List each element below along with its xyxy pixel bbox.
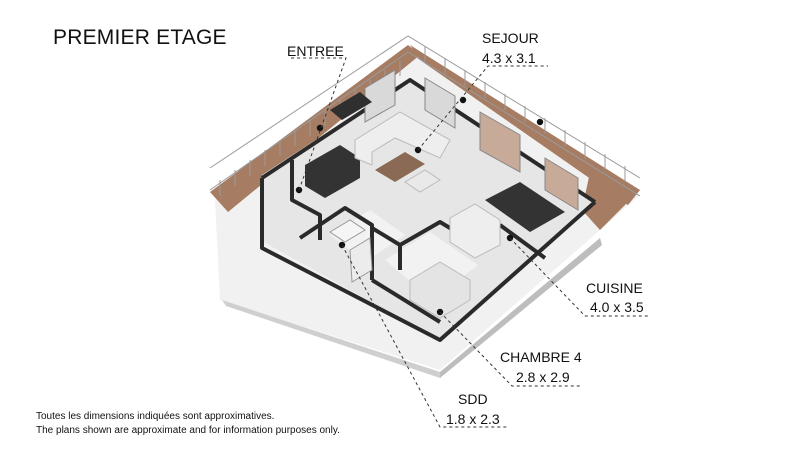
room-dimensions-cuisine: 4.0 x 3.5 xyxy=(590,299,644,315)
leader-chambre4 xyxy=(439,311,582,387)
disclaimer-fr: Toutes les dimensions indiquées sont app… xyxy=(36,411,275,422)
room-label-entree: ENTREE xyxy=(287,43,344,59)
room-dimensions-sejour: 4.3 x 3.1 xyxy=(482,50,536,66)
windows xyxy=(364,69,579,211)
balcony-railing xyxy=(209,35,641,197)
marker-sejour-3 xyxy=(536,118,544,126)
marker-sejour-2 xyxy=(459,96,467,104)
leader-cuisine xyxy=(509,237,648,317)
room-label-chambre4: CHAMBRE 4 xyxy=(500,349,582,365)
disclaimer-en: The plans shown are approximate and for … xyxy=(36,424,340,436)
room-label-sejour: SEJOUR xyxy=(482,30,539,46)
walls xyxy=(260,78,597,342)
page-title: PREMIER ETAGE xyxy=(53,26,227,49)
room-label-cuisine: CUISINE xyxy=(586,280,643,296)
leader-lines xyxy=(289,57,648,428)
room-label-sdd: SDD xyxy=(458,391,488,407)
furniture xyxy=(305,92,565,319)
disclaimer: Toutes les dimensions indiquées sont app… xyxy=(36,410,340,437)
leader-entree xyxy=(289,57,347,191)
leader-sejour xyxy=(417,65,548,151)
leader-sdd xyxy=(341,244,508,428)
room-dimensions-sdd: 1.8 x 2.3 xyxy=(446,411,500,427)
room-dimensions-chambre4: 2.8 x 2.9 xyxy=(516,369,570,385)
